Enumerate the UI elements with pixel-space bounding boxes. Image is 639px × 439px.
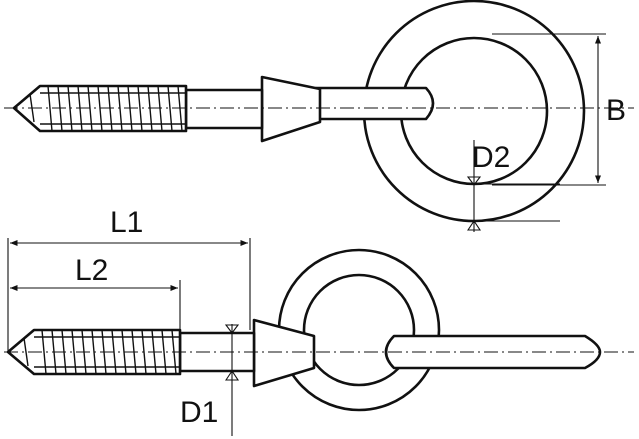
dim-l2-label: L2	[75, 254, 108, 287]
dim-d2-label: D2	[472, 141, 510, 174]
bottom-view: L1 L2 D1	[4, 206, 634, 436]
top-shank	[184, 88, 264, 130]
top-view: B D2	[4, 0, 634, 232]
dim-d1-label: D1	[180, 396, 218, 429]
top-collar	[260, 75, 322, 143]
dim-l1-label: L1	[110, 206, 143, 239]
bottom-shank	[178, 331, 256, 373]
bottom-eye-inner	[302, 273, 416, 387]
top-eye-pin	[307, 86, 435, 121]
dim-b-label: B	[606, 94, 626, 127]
